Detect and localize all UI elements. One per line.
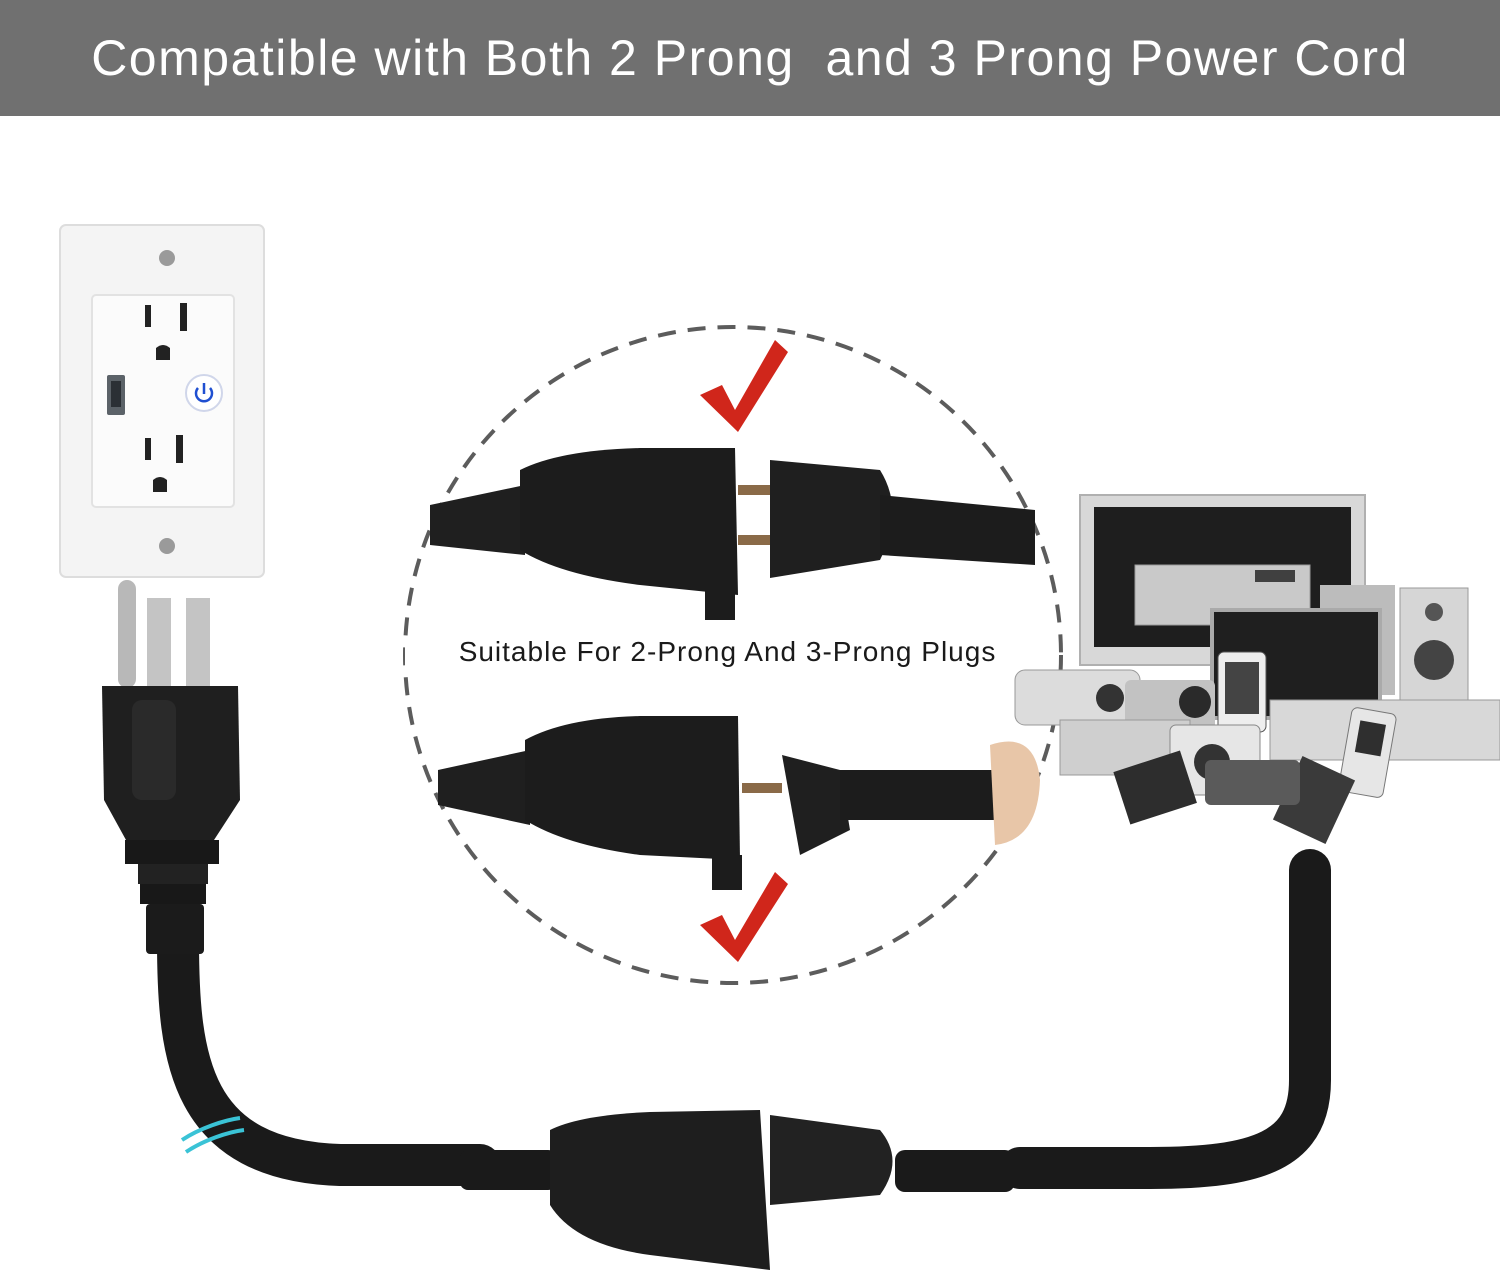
electronics-devices-icon — [1014, 494, 1500, 844]
two-prong-plug-icon — [738, 460, 1035, 578]
three-prong-plug-icon — [102, 580, 240, 954]
banner-title: Compatible with Both 2 Prong and 3 Prong… — [91, 30, 1409, 86]
socket-connector-icon — [438, 716, 742, 890]
circle-caption: Suitable For 2-Prong And 3-Prong Plugs — [405, 636, 1050, 668]
inline-connector-icon — [460, 1110, 1015, 1270]
two-prong-plug-icon — [742, 741, 1040, 855]
top-banner: Compatible with Both 2 Prong and 3 Prong… — [0, 0, 1500, 116]
power-button-icon — [185, 374, 223, 412]
checkmark-icon — [700, 340, 788, 432]
power-cord-icon — [157, 849, 1331, 1189]
socket-connector-icon — [430, 448, 738, 620]
checkmark-icon — [700, 872, 788, 962]
usb-port-icon — [107, 375, 125, 415]
wall-outlet-icon — [59, 224, 265, 578]
cord-tie-icon — [180, 1116, 245, 1154]
